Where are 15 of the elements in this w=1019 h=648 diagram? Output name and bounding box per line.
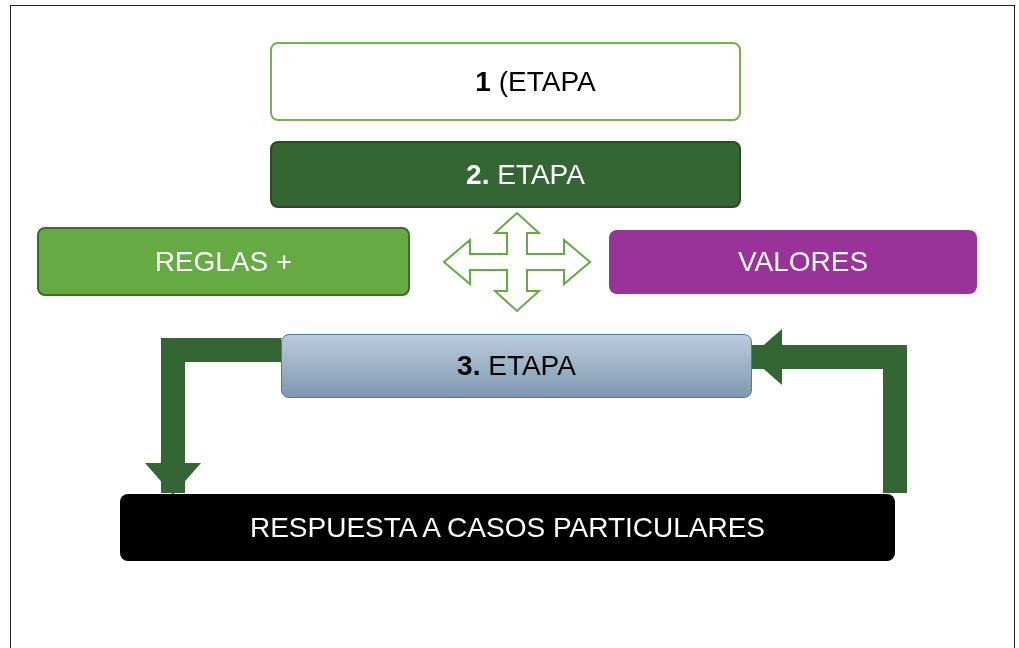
rules-box	[37, 227, 410, 296]
stage-label: REGLAS +	[154, 245, 293, 278]
answer-box	[120, 494, 895, 561]
stage-box	[270, 42, 741, 121]
values-box	[609, 230, 977, 294]
stage-label: 3. ETAPA	[457, 350, 576, 382]
stage-label: 2. ETAPA	[466, 158, 585, 191]
stage-label: 1 (ETAPA	[475, 65, 596, 98]
stage-box	[270, 141, 741, 208]
stage-box	[281, 334, 752, 398]
bent-arrow	[145, 338, 281, 495]
stage-label: VALORES	[737, 246, 869, 278]
four-way-arrow	[442, 211, 592, 313]
stage-label: RESPUESTA A CASOS PARTICULARES	[249, 511, 766, 544]
bent-arrow	[750, 329, 907, 493]
